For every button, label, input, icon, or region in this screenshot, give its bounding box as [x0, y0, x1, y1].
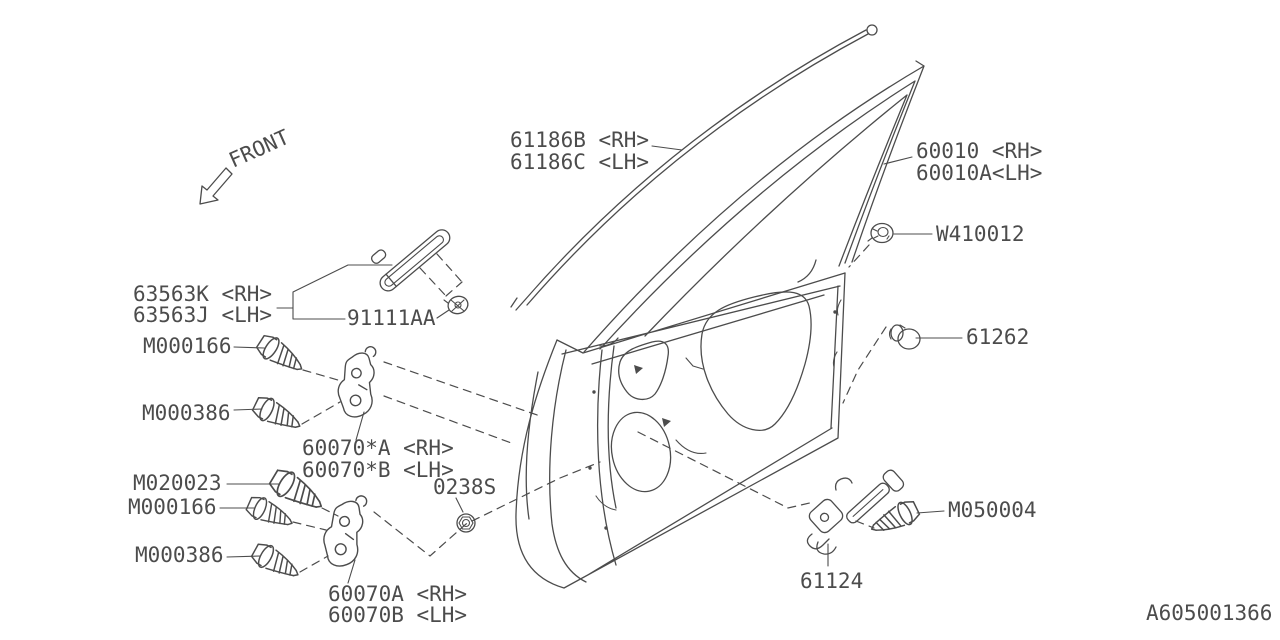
label-clip: 91111AA: [347, 306, 436, 330]
label-hole-plug: 61262: [966, 325, 1029, 349]
upper-hinge-icon: [335, 344, 377, 419]
label-upper-hinge-screw1: M000166: [143, 334, 232, 358]
panel-rivet-dots: [588, 310, 837, 530]
label-handle-cover-rh: 63563K <RH>: [133, 282, 272, 306]
label-grommet: W410012: [936, 222, 1025, 246]
window-frame: [583, 60, 925, 353]
label-upper-hinge-screw2: M000386: [142, 401, 231, 425]
label-upper-hinge-lh: 60070*B <LH>: [302, 458, 454, 482]
label-door-panel-lh: 60010A<LH>: [916, 161, 1042, 185]
label-upper-hinge-rh: 60070*A <RH>: [302, 436, 454, 460]
label-lower-hinge-lh: 60070B <LH>: [328, 603, 467, 627]
label-door-check: 61124: [800, 569, 863, 593]
upper-hinge-screw1-icon: [253, 330, 310, 380]
door-check-bolt-icon: [865, 496, 923, 542]
access-hole: [700, 291, 812, 431]
dash-upper-hinge-to-door: [383, 361, 541, 445]
label-lower-hinge-rh: 60070A <RH>: [328, 582, 467, 606]
handle-cover-icon: [370, 229, 451, 292]
label-tapping-nut: 0238S: [433, 475, 496, 499]
label-lower-hinge-bolt: M020023: [133, 471, 222, 495]
dash-plug: [842, 326, 887, 404]
upper-hinge-screw2-icon: [249, 392, 307, 438]
door-body-outline: [515, 272, 846, 589]
lower-hinge-screw2-icon: [248, 539, 305, 586]
front-label: FRONT: [225, 125, 293, 173]
belt-line: [556, 272, 846, 365]
leader-lines: [219, 145, 963, 584]
label-weatherstrip-rh: 61186B <RH>: [510, 128, 649, 152]
drawing-number: A605001366: [1146, 601, 1272, 625]
front-direction-indicator: FRONT: [199, 125, 293, 205]
label-lower-hinge-screw2: M000386: [135, 543, 224, 567]
panel-details: [595, 299, 842, 511]
dash-grommet: [848, 244, 870, 268]
label-handle-cover-lh: 63563J <LH>: [133, 303, 272, 327]
dash-lower-hinge-nut-door: [373, 461, 601, 557]
hole-plug-icon: [888, 324, 921, 350]
dash-upper-hinge-screws: [301, 369, 341, 425]
panel-detail-marks: [634, 365, 671, 427]
dash-lower-hinge-screws: [292, 507, 339, 573]
label-weatherstrip-lh: 61186C <LH>: [510, 150, 649, 174]
dash-handle-clip: [419, 253, 463, 297]
dash-door-check: [637, 431, 875, 529]
part-labels: 61186B <RH> 61186C <LH> 60010 <RH> 60010…: [128, 128, 1042, 627]
speaker-hole: [610, 411, 672, 493]
clip-icon: [443, 295, 469, 315]
inner-panel-contours: [596, 345, 617, 566]
door-panel-drawing: [515, 60, 925, 589]
label-door-check-bolt: M050004: [948, 498, 1037, 522]
door-check-icon: [806, 469, 905, 555]
label-door-panel-rh: 60010 <RH>: [916, 139, 1042, 163]
tapping-nut-icon: [456, 513, 476, 533]
front-arrow-icon: [199, 167, 233, 205]
grommet-icon: [867, 222, 894, 244]
label-lower-hinge-screw1: M000166: [128, 495, 217, 519]
regulator-hole: [618, 340, 670, 401]
